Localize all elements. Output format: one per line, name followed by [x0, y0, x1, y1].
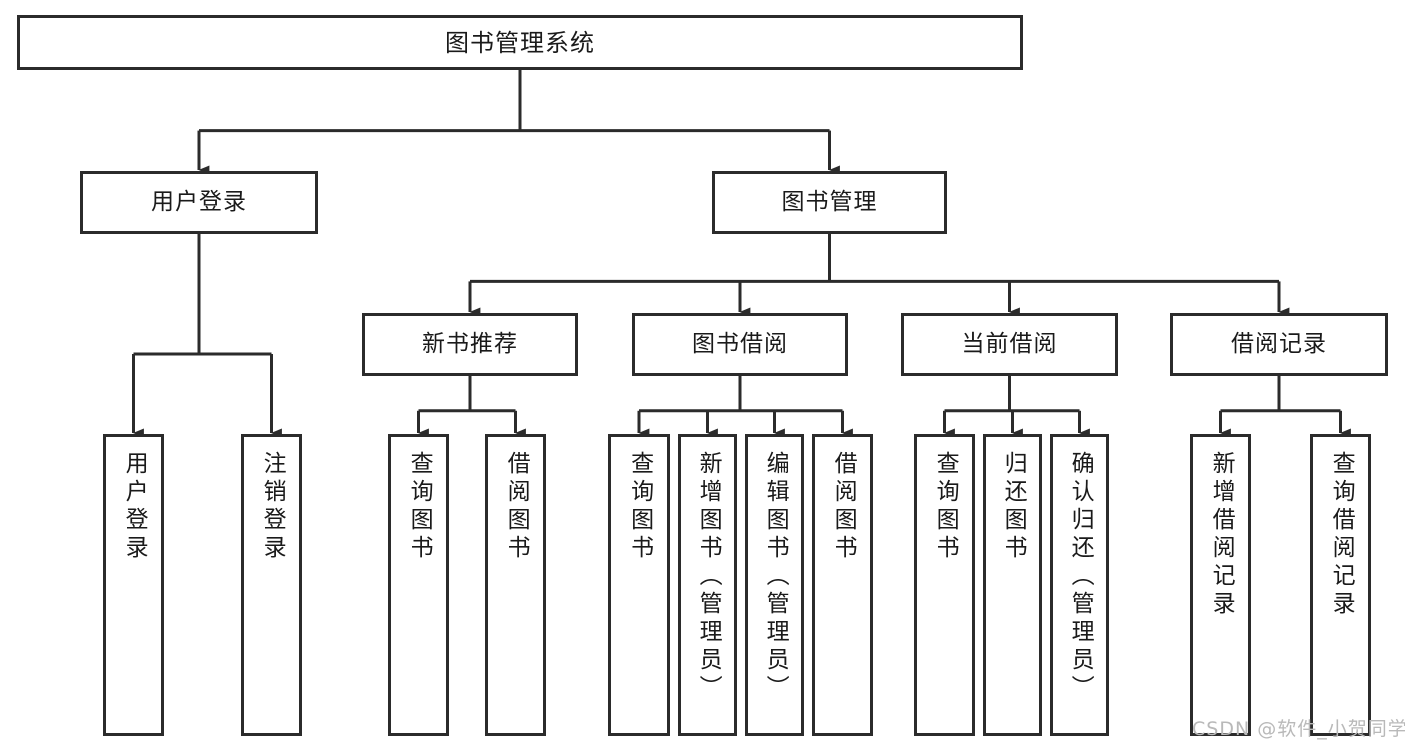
node-label: 新增图书（管理员）: [695, 451, 722, 703]
node-leaf-edit-book[interactable]: 编辑图书（管理员）: [745, 434, 804, 736]
node-label: 归还图书: [1000, 451, 1027, 563]
node-leaf-confirm-return[interactable]: 确认归还（管理员）: [1050, 434, 1109, 736]
node-label: 用户登录: [151, 189, 247, 216]
node-label: 借阅记录: [1231, 331, 1327, 358]
node-label: 借阅图书: [830, 451, 857, 563]
node-label: 新增借阅记录: [1208, 451, 1235, 619]
node-leaf-borrow-book-1[interactable]: 借阅图书: [485, 434, 546, 736]
node-book-borrow[interactable]: 图书借阅: [632, 313, 848, 376]
node-leaf-query-book-3[interactable]: 查询图书: [914, 434, 975, 736]
node-label: 图书管理: [781, 189, 878, 216]
node-label: 图书借阅: [692, 331, 788, 358]
node-label: 当前借阅: [961, 331, 1058, 358]
node-label: 确认归还（管理员）: [1067, 451, 1094, 703]
node-leaf-add-book[interactable]: 新增图书（管理员）: [678, 434, 737, 736]
node-leaf-query-book-2[interactable]: 查询图书: [608, 434, 670, 736]
node-label: 查询图书: [932, 451, 959, 563]
node-label: 编辑图书（管理员）: [762, 451, 789, 703]
node-label: 图书管理系统: [445, 28, 595, 57]
node-label: 查询图书: [626, 451, 653, 563]
node-current-borrow[interactable]: 当前借阅: [901, 313, 1118, 376]
node-leaf-return-book[interactable]: 归还图书: [983, 434, 1042, 736]
node-label: 注销登录: [259, 451, 286, 563]
node-label: 新书推荐: [422, 331, 518, 358]
node-leaf-query-book-1[interactable]: 查询图书: [388, 434, 449, 736]
node-label: 查询借阅记录: [1328, 451, 1355, 619]
node-leaf-logout[interactable]: 注销登录: [241, 434, 302, 736]
node-label: 查询图书: [406, 451, 433, 563]
node-label: 借阅图书: [503, 451, 530, 563]
node-leaf-user-login[interactable]: 用户登录: [103, 434, 164, 736]
node-borrow-record[interactable]: 借阅记录: [1170, 313, 1388, 376]
node-book-management[interactable]: 图书管理: [712, 171, 947, 234]
node-label: 用户登录: [121, 451, 148, 563]
node-user-login[interactable]: 用户登录: [80, 171, 318, 234]
node-leaf-query-borrow-record[interactable]: 查询借阅记录: [1310, 434, 1371, 736]
watermark-label: CSDN @软件_小贺同学: [1192, 718, 1405, 740]
node-root[interactable]: 图书管理系统: [17, 15, 1023, 70]
node-new-book-recommendation[interactable]: 新书推荐: [362, 313, 578, 376]
node-leaf-add-borrow-record[interactable]: 新增借阅记录: [1190, 434, 1251, 736]
node-leaf-borrow-book-2[interactable]: 借阅图书: [812, 434, 873, 736]
